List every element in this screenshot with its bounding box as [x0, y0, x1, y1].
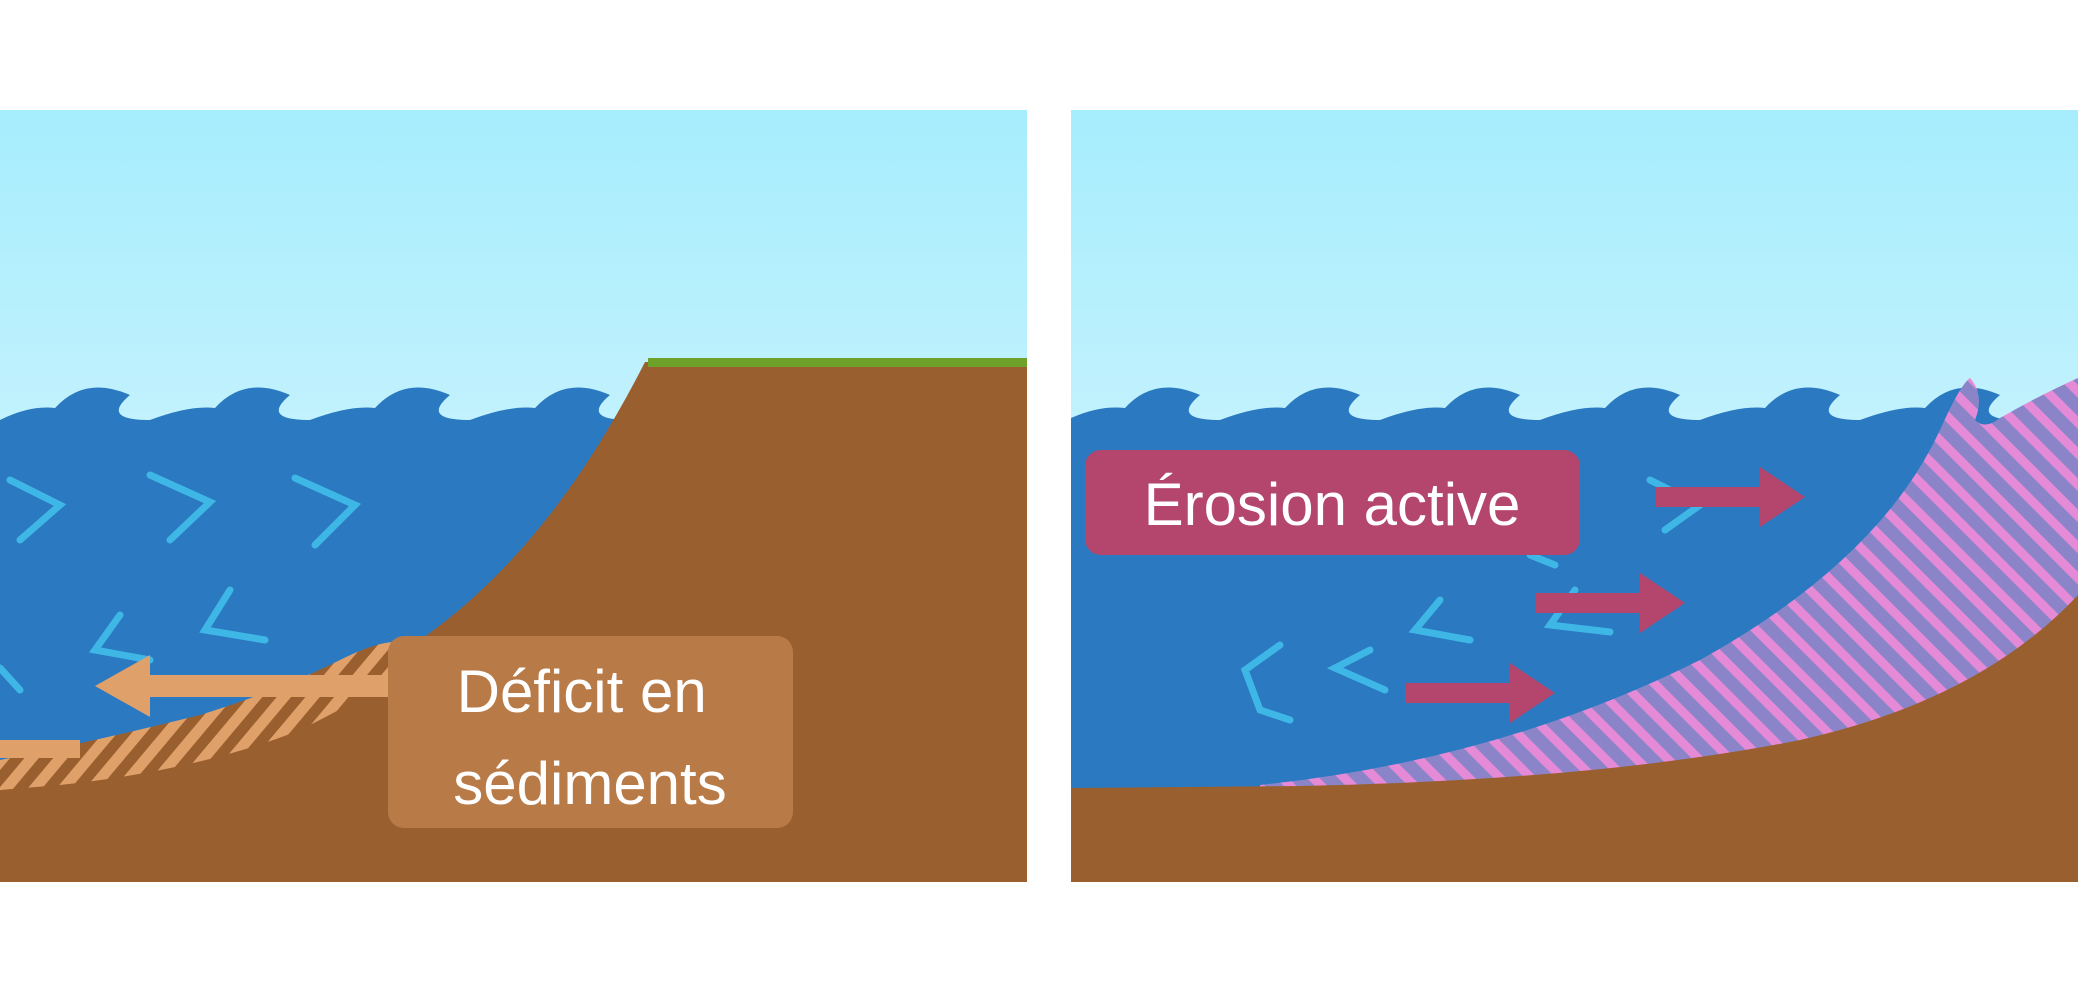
panel-sediment-deficit: Déficit en sédiments: [0, 110, 1027, 882]
svg-text:Déficit en sédiments: Déficit en sédiments: [453, 658, 726, 817]
sediment-deficit-label-box: [388, 636, 793, 828]
panel-active-erosion: Érosion active: [1071, 110, 2078, 882]
sediment-deficit-label-line-1: Déficit en: [457, 658, 707, 725]
sediment-loss-arrows: [0, 655, 390, 758]
active-erosion-label-box: [1085, 450, 1580, 555]
svg-text:Érosion active: Érosion active: [1144, 471, 1521, 538]
erosion-arrows: [1405, 467, 1805, 723]
eroding-cliff-face: [1260, 378, 2078, 792]
grass-strip: [648, 358, 1027, 367]
current-marks: [0, 471, 362, 694]
ground: [1071, 595, 2078, 882]
active-erosion-label-line-1: Érosion active: [1144, 471, 1521, 538]
sediment-deficit-label-line-2: sédiments: [453, 750, 726, 817]
